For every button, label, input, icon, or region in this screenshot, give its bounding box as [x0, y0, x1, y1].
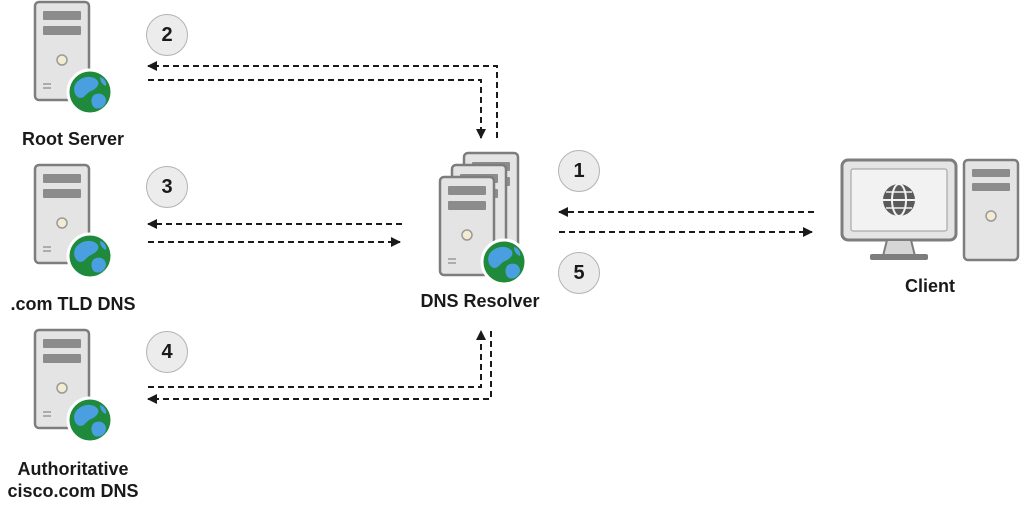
step-badge-4: 4: [146, 331, 188, 373]
client-label: Client: [904, 276, 955, 296]
arrow-resolver-to-authoritative: [147, 331, 492, 404]
client-computer-icon: [840, 158, 1020, 262]
root-server-label: Root Server: [21, 129, 125, 149]
dns-resolver-icon: [438, 151, 528, 286]
authoritative-label-line2: cisco.com DNS: [7, 481, 139, 501]
tld-dns-server-icon: [33, 163, 114, 280]
root-server-icon: [33, 0, 114, 116]
web-globe-icon: [883, 183, 915, 217]
step-badge-1: 1: [558, 150, 600, 192]
step-badge-2: 2: [146, 14, 188, 56]
arrow-authoritative-to-resolver: [148, 330, 486, 388]
arrow-resolver-to-root: [147, 61, 498, 138]
tld-dns-label: .com TLD DNS: [10, 294, 136, 314]
dns-resolver-label: DNS Resolver: [420, 291, 540, 311]
client-tower-icon: [962, 158, 1020, 262]
authoritative-dns-label: Authoritative cisco.com DNS: [0, 458, 146, 502]
authoritative-label-line1: Authoritative: [17, 459, 129, 479]
step-badge-5: 5: [558, 252, 600, 294]
step-badge-3: 3: [146, 166, 188, 208]
authoritative-dns-server-icon: [33, 328, 114, 444]
arrow-root-to-resolver: [148, 79, 486, 139]
